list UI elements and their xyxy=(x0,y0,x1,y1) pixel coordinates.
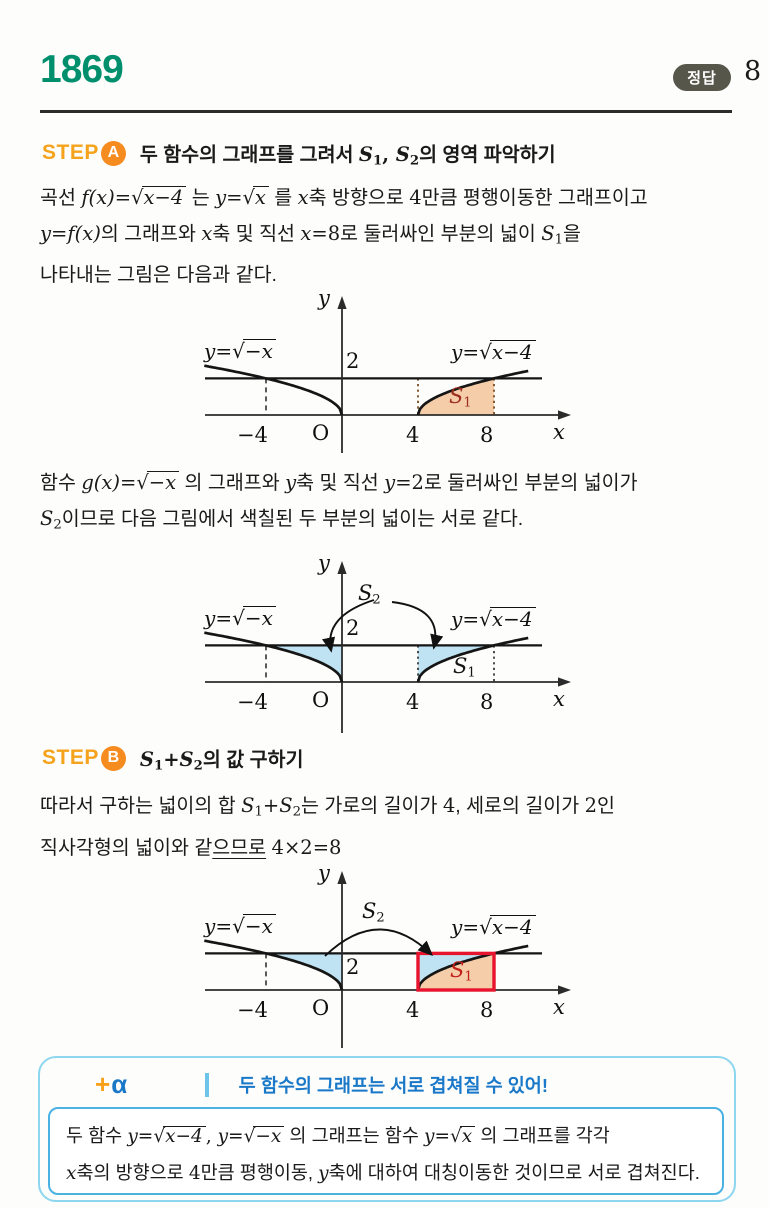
alpha-icon: α xyxy=(111,1069,128,1099)
label-s2-fig3: S2 xyxy=(362,899,385,926)
paragraph-2: 함수 g(x)=√−x 의 그래프와 y축 및 직선 y=2로 둘러싸인 부분의… xyxy=(40,471,638,533)
header-divider xyxy=(40,110,732,113)
label-eight-fig1: 8 xyxy=(480,423,494,447)
header-divider-bar xyxy=(205,1072,209,1097)
label-minus-4-fig2: −4 xyxy=(237,690,268,714)
label-four-fig1: 4 xyxy=(406,423,420,447)
label-four-fig2: 4 xyxy=(406,690,420,714)
label-origin-fig2: O xyxy=(312,688,330,712)
figure-canvas-fig2 xyxy=(204,561,571,733)
plus-alpha-box: + α 두 함수의 그래프는 서로 겹쳐질 수 있어! 두 함수 y=√x−4,… xyxy=(38,1056,736,1202)
step-a-row: STEP A 두 함수의 그래프를 그려서 S1, S2의 영역 파악하기 xyxy=(42,138,556,169)
label-s2-fig2: S2 xyxy=(358,581,381,608)
label-y-axis-fig2: y xyxy=(318,551,330,575)
paragraph-3: 따라서 구하는 넓이의 합 S1+S2는 가로의 길이가 4, 세로의 길이가 … xyxy=(40,794,615,859)
step-a-badge: A xyxy=(100,140,126,166)
label-origin-fig3: O xyxy=(312,996,330,1020)
label-x-axis-fig2: x xyxy=(553,687,565,711)
label-x-axis-fig1: x xyxy=(553,420,565,444)
label-s1-fig3: S1 xyxy=(450,958,473,985)
label-x-axis-fig3: x xyxy=(553,995,565,1019)
step-a-title: 두 함수의 그래프를 그려서 S1, S2의 영역 파악하기 xyxy=(139,143,556,169)
problem-number: 1869 xyxy=(40,48,124,91)
label-left-curve-fig2: y=√−x xyxy=(204,606,276,630)
step-b-badge: B xyxy=(100,745,126,771)
paragraph-1: 곡선 f(x)=√x−4 는 y=√x 를 x축 방향으로 4만큼 평행이동한 … xyxy=(40,186,648,286)
label-two-fig1: 2 xyxy=(346,349,360,374)
label-s1-fig1: S1 xyxy=(449,384,472,411)
label-left-curve-fig3: y=√−x xyxy=(204,914,276,938)
label-right-curve-fig2: y=√x−4 xyxy=(451,607,536,631)
label-y-axis-fig3: y xyxy=(318,861,330,885)
label-minus-4-fig3: −4 xyxy=(237,998,268,1022)
label-s1-fig2: S1 xyxy=(453,654,476,681)
answer-value: 8 xyxy=(744,56,762,87)
plus-box-title: 두 함수의 그래프는 서로 겹쳐질 수 있어! xyxy=(238,1074,548,1096)
plus-alpha-header: + α 두 함수의 그래프는 서로 겹쳐질 수 있어! xyxy=(95,1069,548,1100)
step-b-title: S1+S2의 값 구하기 xyxy=(139,748,304,774)
answer-badge: 정답 xyxy=(673,64,731,91)
plus-box-inner: 두 함수 y=√x−4, y=√−x 의 그래프는 함수 y=√x 의 그래프를… xyxy=(48,1107,724,1195)
step-b-label: STEP xyxy=(42,746,99,770)
figure-canvas-fig1 xyxy=(204,296,571,453)
plus-box-body: 두 함수 y=√x−4, y=√−x 의 그래프는 함수 y=√x 의 그래프를… xyxy=(66,1125,700,1184)
label-eight-fig2: 8 xyxy=(480,690,494,714)
label-four-fig3: 4 xyxy=(406,998,420,1022)
label-minus-4-fig1: −4 xyxy=(237,423,268,447)
plus-icon: + xyxy=(95,1069,111,1099)
step-b-row: STEP B S1+S2의 값 구하기 xyxy=(42,743,303,774)
label-right-curve-fig3: y=√x−4 xyxy=(451,915,536,939)
label-eight-fig3: 8 xyxy=(480,998,494,1022)
label-y-axis-fig1: y xyxy=(318,286,330,310)
figure-canvas-fig3 xyxy=(204,871,571,1048)
label-two-fig2: 2 xyxy=(346,616,360,641)
label-two-fig3: 2 xyxy=(346,955,360,980)
label-left-curve-fig1: y=√−x xyxy=(204,339,276,363)
step-a-label: STEP xyxy=(42,141,99,165)
label-right-curve-fig1: y=√x−4 xyxy=(451,340,536,364)
label-origin-fig1: O xyxy=(312,421,330,445)
